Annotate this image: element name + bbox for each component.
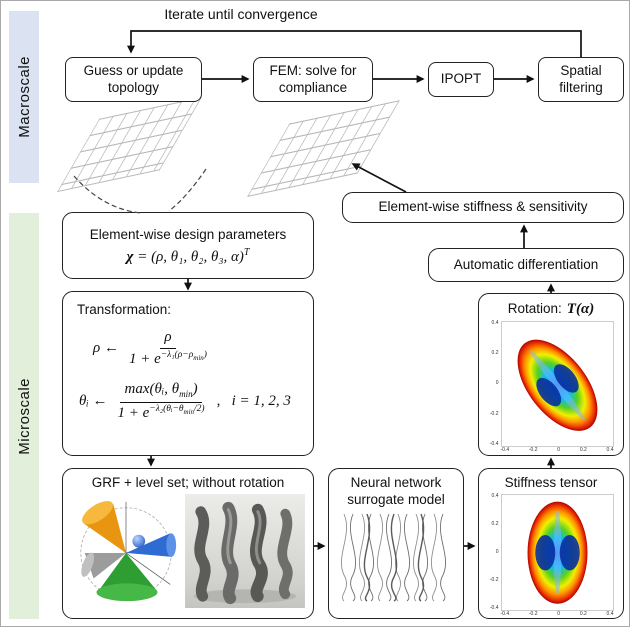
macro-mesh-left: [56, 96, 203, 193]
rho-exponent: −λ₁(ρ−ρmin): [160, 349, 207, 362]
tick-label: -0.4: [489, 605, 499, 612]
rotation-title-row: Rotation: T(α): [508, 298, 595, 319]
tick-label: -0.4: [500, 611, 510, 618]
node-fem-solve: FEM: solve for compliance: [253, 57, 373, 102]
spectral-cones-image: [79, 500, 176, 601]
node-spatial-filtering-label: Spatial filtering: [559, 62, 603, 95]
node-nn-surrogate: Neural network surrogate model: [328, 468, 464, 619]
rotation-plot-x-ticks: -0.4 -0.2 0 0.2 0.4: [501, 447, 614, 455]
rotation-plot-canvas: [500, 320, 614, 448]
tick-label: 0.2: [491, 350, 499, 357]
rotated-stiffness-ellipse-image: [517, 339, 597, 431]
node-stiffness-sensitivity: Element-wise stiffness & sensitivity: [342, 192, 624, 223]
tick-label: 0.2: [491, 520, 499, 527]
tick-label: 0: [495, 549, 499, 556]
node-ipopt: IPOPT: [428, 62, 494, 97]
stiffness-ellipse-image: [527, 501, 587, 604]
tick-label: 0.4: [491, 492, 499, 499]
rotation-math: T(α): [566, 301, 595, 317]
theta-min-sub: min: [179, 389, 193, 400]
node-auto-differentiation: Automatic differentiation: [428, 248, 624, 282]
rho-equation: ρ ← ρ 1 + e−λ₁(ρ−ρmin): [77, 328, 211, 369]
tick-label: 0.2: [579, 611, 587, 618]
macro-mesh-right: [247, 100, 400, 197]
node-rotation: Rotation: T(α) 0.4 0.2 0 -0.2 -0.4: [478, 293, 624, 456]
tick-label: -0.2: [528, 447, 538, 454]
stiffness-plot-canvas: [500, 493, 614, 612]
microscale-strip: Microscale: [9, 213, 39, 619]
microstructure-samples-image: [184, 493, 305, 608]
rho-exp-b: ): [203, 349, 207, 360]
stiffness-tensor-title: Stiffness tensor: [504, 475, 598, 490]
macroscale-label: Macroscale: [15, 56, 33, 138]
plot-corner: [486, 447, 501, 455]
rho-fraction: ρ 1 + e−λ₁(ρ−ρmin): [125, 328, 211, 369]
theta-exp-b: /2): [194, 403, 205, 414]
node-stiffness-tensor: Stiffness tensor 0.4 0.2 0 -0.2 -0.4: [478, 468, 624, 619]
design-parameters-title: Element-wise design parameters: [89, 226, 287, 242]
tick-label: 0: [557, 447, 561, 454]
theta-numerator: max(θᵢ, θmin): [120, 380, 202, 403]
theta-lhs: θᵢ ←: [79, 393, 108, 409]
rho-numerator: ρ: [160, 328, 176, 349]
tick-label: 0: [495, 380, 499, 387]
node-spatial-filtering: Spatial filtering: [538, 57, 624, 102]
node-guess-topology-label: Guess or update topology: [83, 62, 184, 95]
rotation-plot-y-ticks: 0.4 0.2 0 -0.2 -0.4: [486, 319, 501, 448]
iterate-convergence-label: Iterate until convergence: [164, 6, 318, 22]
theta-den-base: 1 + e: [117, 404, 150, 421]
rho-exp-a: −λ₁(ρ−ρ: [160, 349, 194, 360]
theta-exponent: −λ₂(θᵢ−θmin/2): [149, 403, 205, 416]
node-transformation: Transformation: ρ ← ρ 1 + e−λ₁(ρ−ρmin) θ…: [62, 291, 314, 456]
transformation-title: Transformation:: [77, 302, 172, 317]
theta-index-condition: , i = 1, 2, 3: [216, 393, 291, 409]
tick-label: -0.4: [500, 447, 510, 454]
node-grf-levelset: GRF + level set; without rotation: [62, 468, 314, 619]
plot-corner: [486, 611, 501, 619]
rho-den-base: 1 + e: [128, 350, 161, 367]
node-design-parameters: Element-wise design parameters χ = (ρ, θ…: [62, 212, 314, 279]
microscale-label: Microscale: [15, 377, 33, 455]
rotation-plot: 0.4 0.2 0 -0.2 -0.4: [486, 319, 614, 455]
stiffness-plot-x-ticks: -0.4 -0.2 0 0.2 0.4: [501, 611, 614, 619]
theta-exp-a: −λ₂(θᵢ−θ: [149, 403, 184, 414]
chi-symbol: χ: [126, 248, 134, 265]
tick-label: -0.4: [489, 441, 499, 448]
stiffness-plot: 0.4 0.2 0 -0.2 -0.4: [486, 492, 614, 619]
node-auto-differentiation-label: Automatic differentiation: [453, 256, 599, 272]
tick-label: -0.2: [528, 611, 538, 618]
grf-title: GRF + level set; without rotation: [91, 475, 285, 490]
tick-label: -0.2: [489, 577, 499, 584]
chi-vector: = (ρ, θ₁, θ₂, θ₃, α): [133, 248, 244, 265]
macroscale-strip: Macroscale: [9, 11, 39, 183]
theta-exp-min-sub: min: [183, 407, 195, 416]
grf-panels: [67, 493, 309, 614]
tick-label: 0.2: [579, 447, 587, 454]
node-fem-solve-label: FEM: solve for compliance: [269, 62, 357, 95]
tick-label: 0: [557, 611, 561, 618]
theta-equation: θᵢ ← max(θᵢ, θmin) 1 + e−λ₂(θᵢ−θmin/2) ,…: [77, 380, 291, 422]
rho-min-sub: min: [193, 353, 204, 362]
nn-title: Neural network surrogate model: [347, 475, 445, 507]
rho-lhs: ρ ←: [93, 339, 119, 356]
node-stiffness-sensitivity-label: Element-wise stiffness & sensitivity: [378, 199, 588, 215]
transpose-superscript: T: [243, 246, 250, 258]
tick-label: 0.4: [606, 447, 614, 454]
theta-denominator: 1 + e−λ₂(θᵢ−θmin/2): [114, 403, 209, 423]
stiffness-plot-y-ticks: 0.4 0.2 0 -0.2 -0.4: [486, 492, 501, 612]
tick-label: 0.4: [606, 611, 614, 618]
design-parameters-equation: χ = (ρ, θ₁, θ₂, θ₃, α)T: [127, 247, 250, 267]
theta-fraction: max(θᵢ, θmin) 1 + e−λ₂(θᵢ−θmin/2): [114, 380, 209, 422]
node-ipopt-label: IPOPT: [440, 71, 482, 87]
theta-num-b: ): [192, 381, 198, 398]
node-guess-topology: Guess or update topology: [65, 57, 202, 102]
theta-num-a: max(θᵢ, θ: [124, 381, 180, 398]
tick-label: 0.4: [491, 319, 499, 326]
tick-label: -0.2: [489, 410, 499, 417]
rotation-title: Rotation:: [507, 301, 562, 316]
rho-denominator: 1 + e−λ₁(ρ−ρmin): [125, 349, 211, 369]
neural-network-strands-image: [340, 513, 447, 602]
